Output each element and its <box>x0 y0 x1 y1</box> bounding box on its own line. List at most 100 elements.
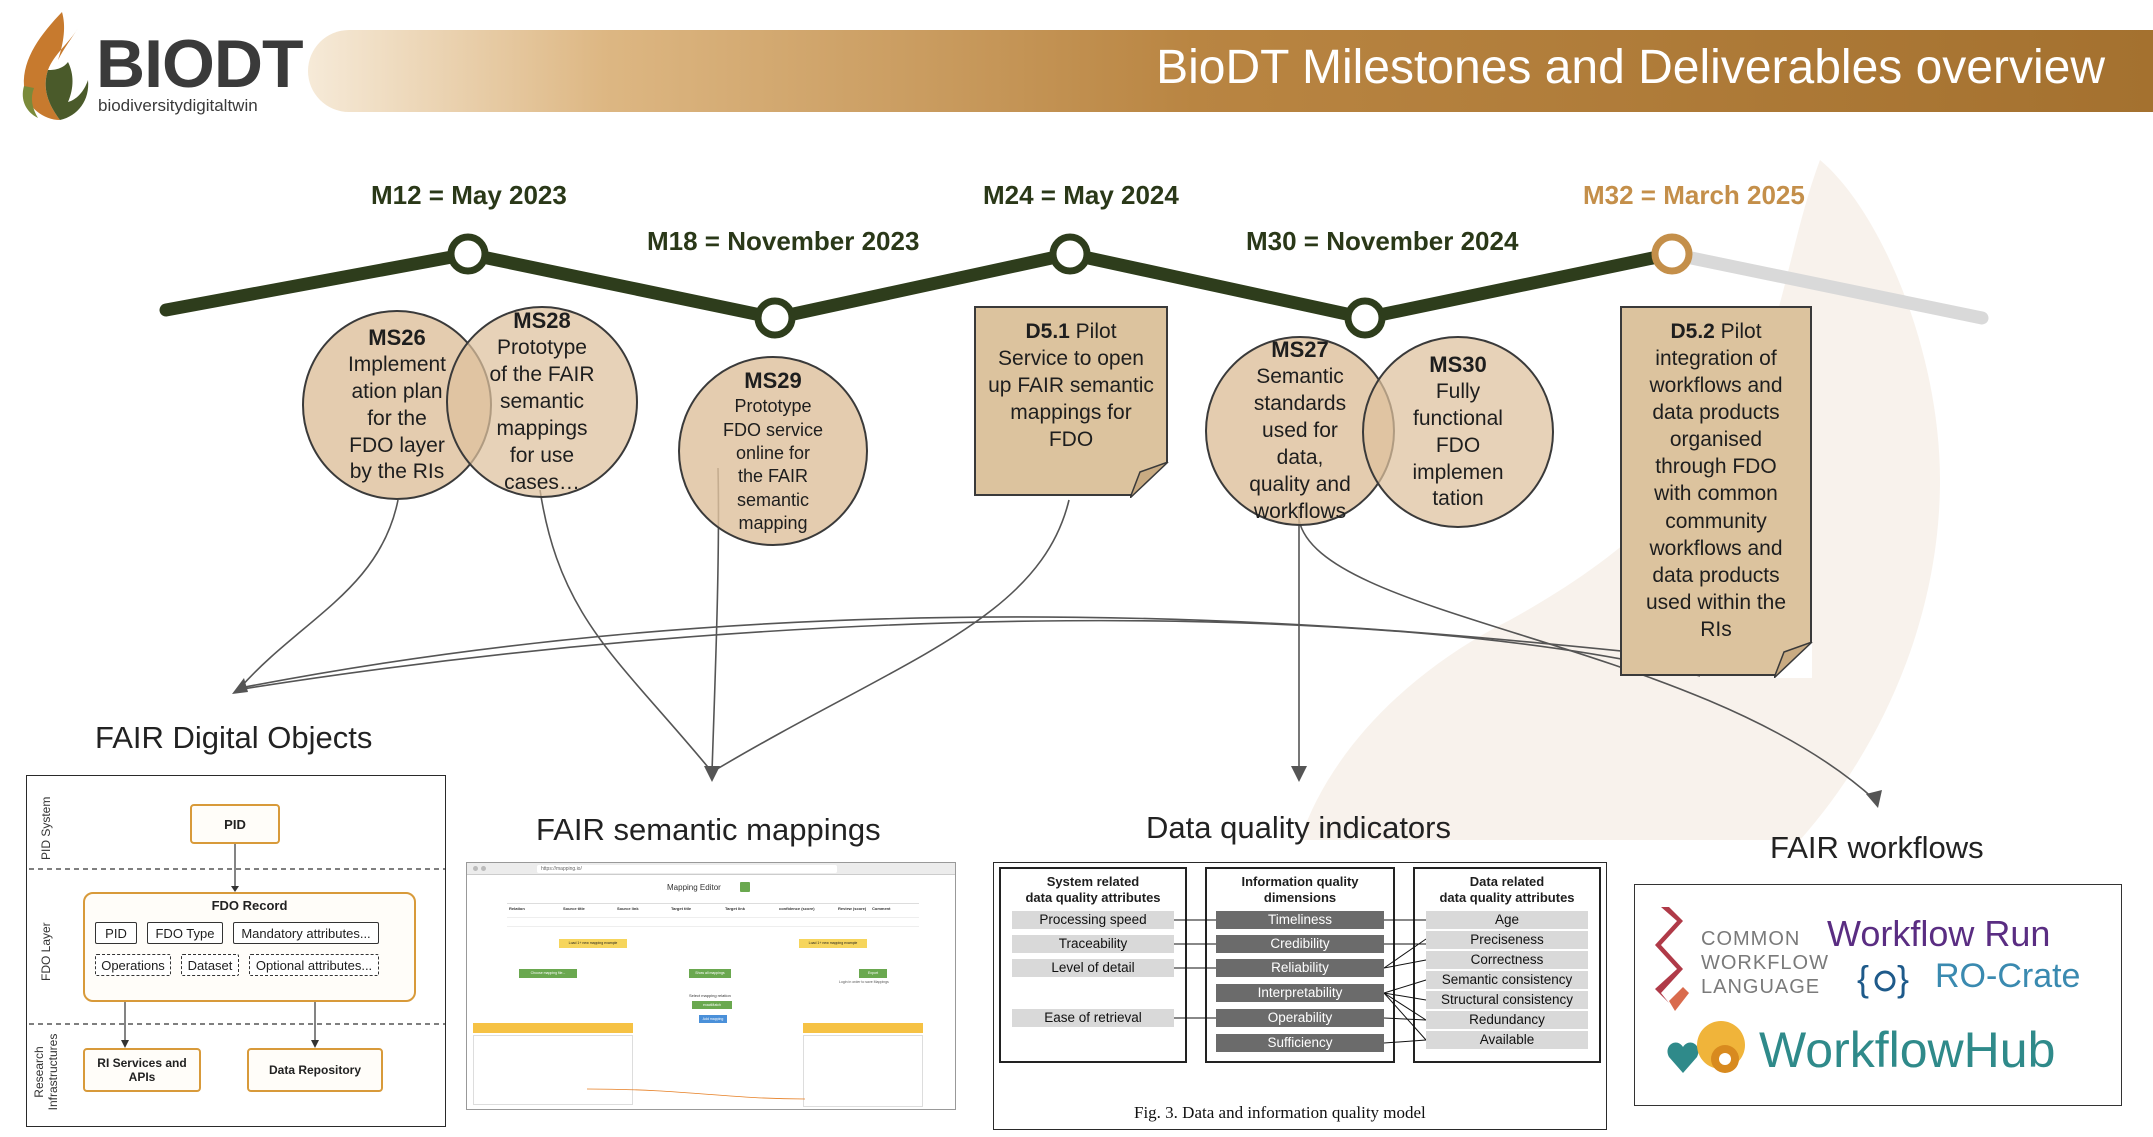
milestone-label-m18: M18 = November 2023 <box>647 226 920 256</box>
logo-wordmark: BIODT <box>96 26 304 102</box>
col-header: Target link <box>725 906 745 911</box>
quality-model-caption: Fig. 3. Data and information quality mod… <box>1134 1103 1426 1122</box>
quality-model-panel: System related data quality attributes I… <box>993 862 1607 1130</box>
milestone-label-m12: M12 = May 2023 <box>371 180 567 210</box>
right-ontology-selector[interactable] <box>803 1023 923 1033</box>
d52-line: data products <box>1652 401 1780 425</box>
d51-line: FDO <box>1048 428 1094 452</box>
cwl-logo-text: COMMON WORKFLOW LANGUAGE <box>1701 927 1829 999</box>
ms27-line: Semantic <box>1256 365 1344 389</box>
d52-line: organised <box>1669 428 1763 452</box>
ms26-circle: MS26 Implement ation plan for the FDO la… <box>302 310 492 500</box>
data-attr-item: Redundancy <box>1426 1011 1588 1029</box>
system-attr-item: Level of detail <box>1012 959 1174 977</box>
col-header: confidence (score) <box>779 906 815 911</box>
milestone-node-m32 <box>1651 233 1693 275</box>
d52-line: integration of <box>1655 347 1777 371</box>
d52-note: D5.2 Pilot integration of workflows and … <box>1620 306 1812 676</box>
ms27-circle: MS27 Semantic standards used for data, q… <box>1205 336 1395 526</box>
d52-line: workflows and <box>1649 374 1783 398</box>
layer-label-pid: PID System <box>39 796 53 860</box>
left-ontology-tree[interactable] <box>473 1035 633 1105</box>
ms27-line: data, <box>1276 446 1324 470</box>
ms30-line: FDO <box>1435 433 1481 457</box>
quality-dimension-item: Reliability <box>1216 959 1384 977</box>
ms29-line: Prototype <box>734 396 812 417</box>
ms29-line: the FAIR <box>737 466 809 487</box>
mapping-editor-screenshot: https://mapping.io/ Mapping Editor Relat… <box>466 862 956 1110</box>
layer-label-fdo: FDO Layer <box>39 922 53 981</box>
ms26-code: MS26 <box>368 324 426 350</box>
data-attr-item: Age <box>1426 911 1588 929</box>
d52-line: through FDO <box>1655 455 1777 479</box>
data-attr-item: Preciseness <box>1426 931 1588 949</box>
fdo-record-box: FDO Record <box>83 892 416 1002</box>
cwl-logo-icon <box>1655 907 1689 1011</box>
d52-line: RIs <box>1700 617 1732 641</box>
data-attr-item: Semantic consistency <box>1426 971 1588 989</box>
data-header: Data related <box>1469 874 1545 889</box>
ms28-line: for use <box>509 443 575 467</box>
dimensions-header: Information quality <box>1241 874 1359 889</box>
col-header: Comment <box>872 906 891 911</box>
quality-dimension-item: Sufficiency <box>1216 1034 1384 1052</box>
section-title-quality: Data quality indicators <box>1146 810 1451 845</box>
load-example-button-right[interactable]: Load 1+ new mapping example <box>799 939 867 948</box>
field-operations: Operations <box>95 954 171 976</box>
wrroc-crate-icon: { } <box>1857 958 1909 999</box>
show-all-mappings-button[interactable]: Show all mappings <box>689 969 731 978</box>
ms30-line: Fully <box>1435 379 1481 403</box>
ms29-line: FDO service <box>722 419 823 440</box>
system-header: System related <box>1046 874 1140 889</box>
add-mapping-button[interactable]: Add mapping <box>699 1015 727 1023</box>
ms30-line: functional <box>1413 406 1503 430</box>
data-attr-item: Structural consistency <box>1426 991 1588 1009</box>
d51-note-fold <box>1130 462 1169 498</box>
ri-services-box: RI Services and APIs <box>83 1048 201 1092</box>
quality-dimension-item: Timeliness <box>1216 911 1384 929</box>
d52-code: D5.2 <box>1670 320 1715 343</box>
ms28-line: mappings <box>496 417 588 441</box>
milestone-label-m24: M24 = May 2024 <box>983 180 1179 210</box>
load-example-button-left[interactable]: Load 1+ new mapping example <box>559 939 627 948</box>
milestone-label-m32: M32 = March 2025 <box>1583 180 1805 210</box>
workflowhub-text: WorkflowHub <box>1759 1022 2056 1078</box>
quality-dimension-item: Operability <box>1216 1009 1384 1027</box>
milestone-node-m24 <box>1049 233 1091 275</box>
ms26-line: Implement <box>347 352 447 376</box>
browser-toolbar: https://mapping.io/ <box>467 863 955 875</box>
system-attr-item: Traceability <box>1012 935 1174 953</box>
d52-line: workflows and <box>1649 536 1783 560</box>
d52-line: used within the <box>1645 590 1787 614</box>
system-header: data quality attributes <box>1025 889 1161 905</box>
workflowhub-logo-icon <box>1667 1021 1745 1073</box>
cwl-logo-line: WORKFLOW <box>1701 952 1829 974</box>
milestone-node-m12 <box>447 233 489 275</box>
d52-line: data products <box>1652 563 1780 587</box>
milestone-label-m30: M30 = November 2024 <box>1246 226 1519 256</box>
mapping-table-row[interactable] <box>507 917 919 927</box>
browser-url[interactable]: https://mapping.io/ <box>537 865 837 873</box>
ms26-line: FDO layer <box>349 433 445 457</box>
pid-box: PID <box>190 804 280 844</box>
logo-tagline: biodiversitydigitaltwin <box>98 96 258 115</box>
mapping-editor-title: Mapping Editor <box>667 883 721 892</box>
d51-note: D5.1 Pilot Service to open up FAIR seman… <box>974 306 1168 496</box>
ms26-line: for the <box>367 406 427 430</box>
ms30-circle: MS30 Fully functional FDO implemen tatio… <box>1362 336 1554 528</box>
wrroc-title: Workflow Run <box>1827 913 2051 954</box>
d51-line: up FAIR semantic <box>988 374 1154 398</box>
editor-badge-icon <box>740 882 750 892</box>
quality-connectors <box>1170 919 1427 1044</box>
relation-select[interactable]: exactMatch <box>692 1001 732 1009</box>
ms29-line: semantic <box>736 489 810 510</box>
left-ontology-selector[interactable] <box>473 1023 633 1033</box>
section-title-mappings: FAIR semantic mappings <box>536 812 881 847</box>
right-ontology-tree[interactable] <box>803 1035 923 1107</box>
export-button[interactable]: Export <box>859 969 887 978</box>
d51-code: D5.1 <box>1025 320 1070 343</box>
timeline-line <box>159 247 1989 325</box>
milestone-node-m30 <box>1344 297 1386 339</box>
choose-mapping-file-button[interactable]: Choose mapping file... <box>519 969 577 978</box>
